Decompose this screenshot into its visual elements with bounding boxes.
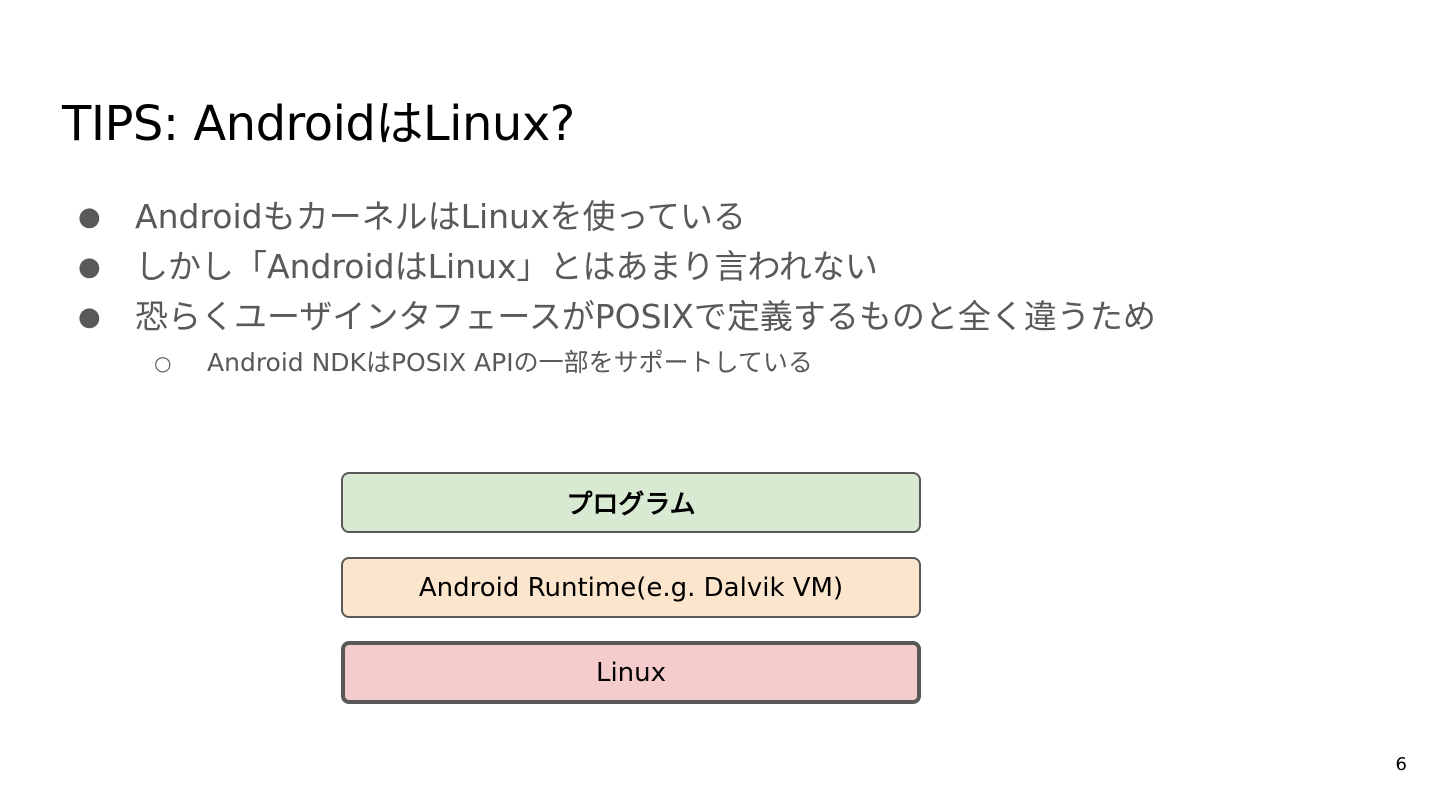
- bullet-text: しかし「AndroidはLinux」とはあまり言われない: [135, 247, 878, 286]
- bullet-text: 恐らくユーザインタフェースがPOSIXで定義するものと全く違うため: [135, 297, 1156, 336]
- slide-title: TIPS: AndroidはLinux?: [62, 96, 575, 152]
- page-number: 6: [1395, 754, 1407, 775]
- stack-layer-program: プログラム: [341, 472, 921, 533]
- bullet-text: AndroidもカーネルはLinuxを使っている: [135, 197, 746, 236]
- bullet-marker: ●: [78, 252, 101, 282]
- stack-layer-linux: Linux: [341, 641, 921, 704]
- bullet-marker: ●: [78, 302, 101, 332]
- sub-bullet-marker: ○: [154, 351, 172, 375]
- stack-layer-android-runtime: Android Runtime(e.g. Dalvik VM): [341, 557, 921, 618]
- bullet-marker: ●: [78, 202, 101, 232]
- sub-bullet-text: Android NDKはPOSIX APIの一部をサポートしている: [207, 348, 813, 377]
